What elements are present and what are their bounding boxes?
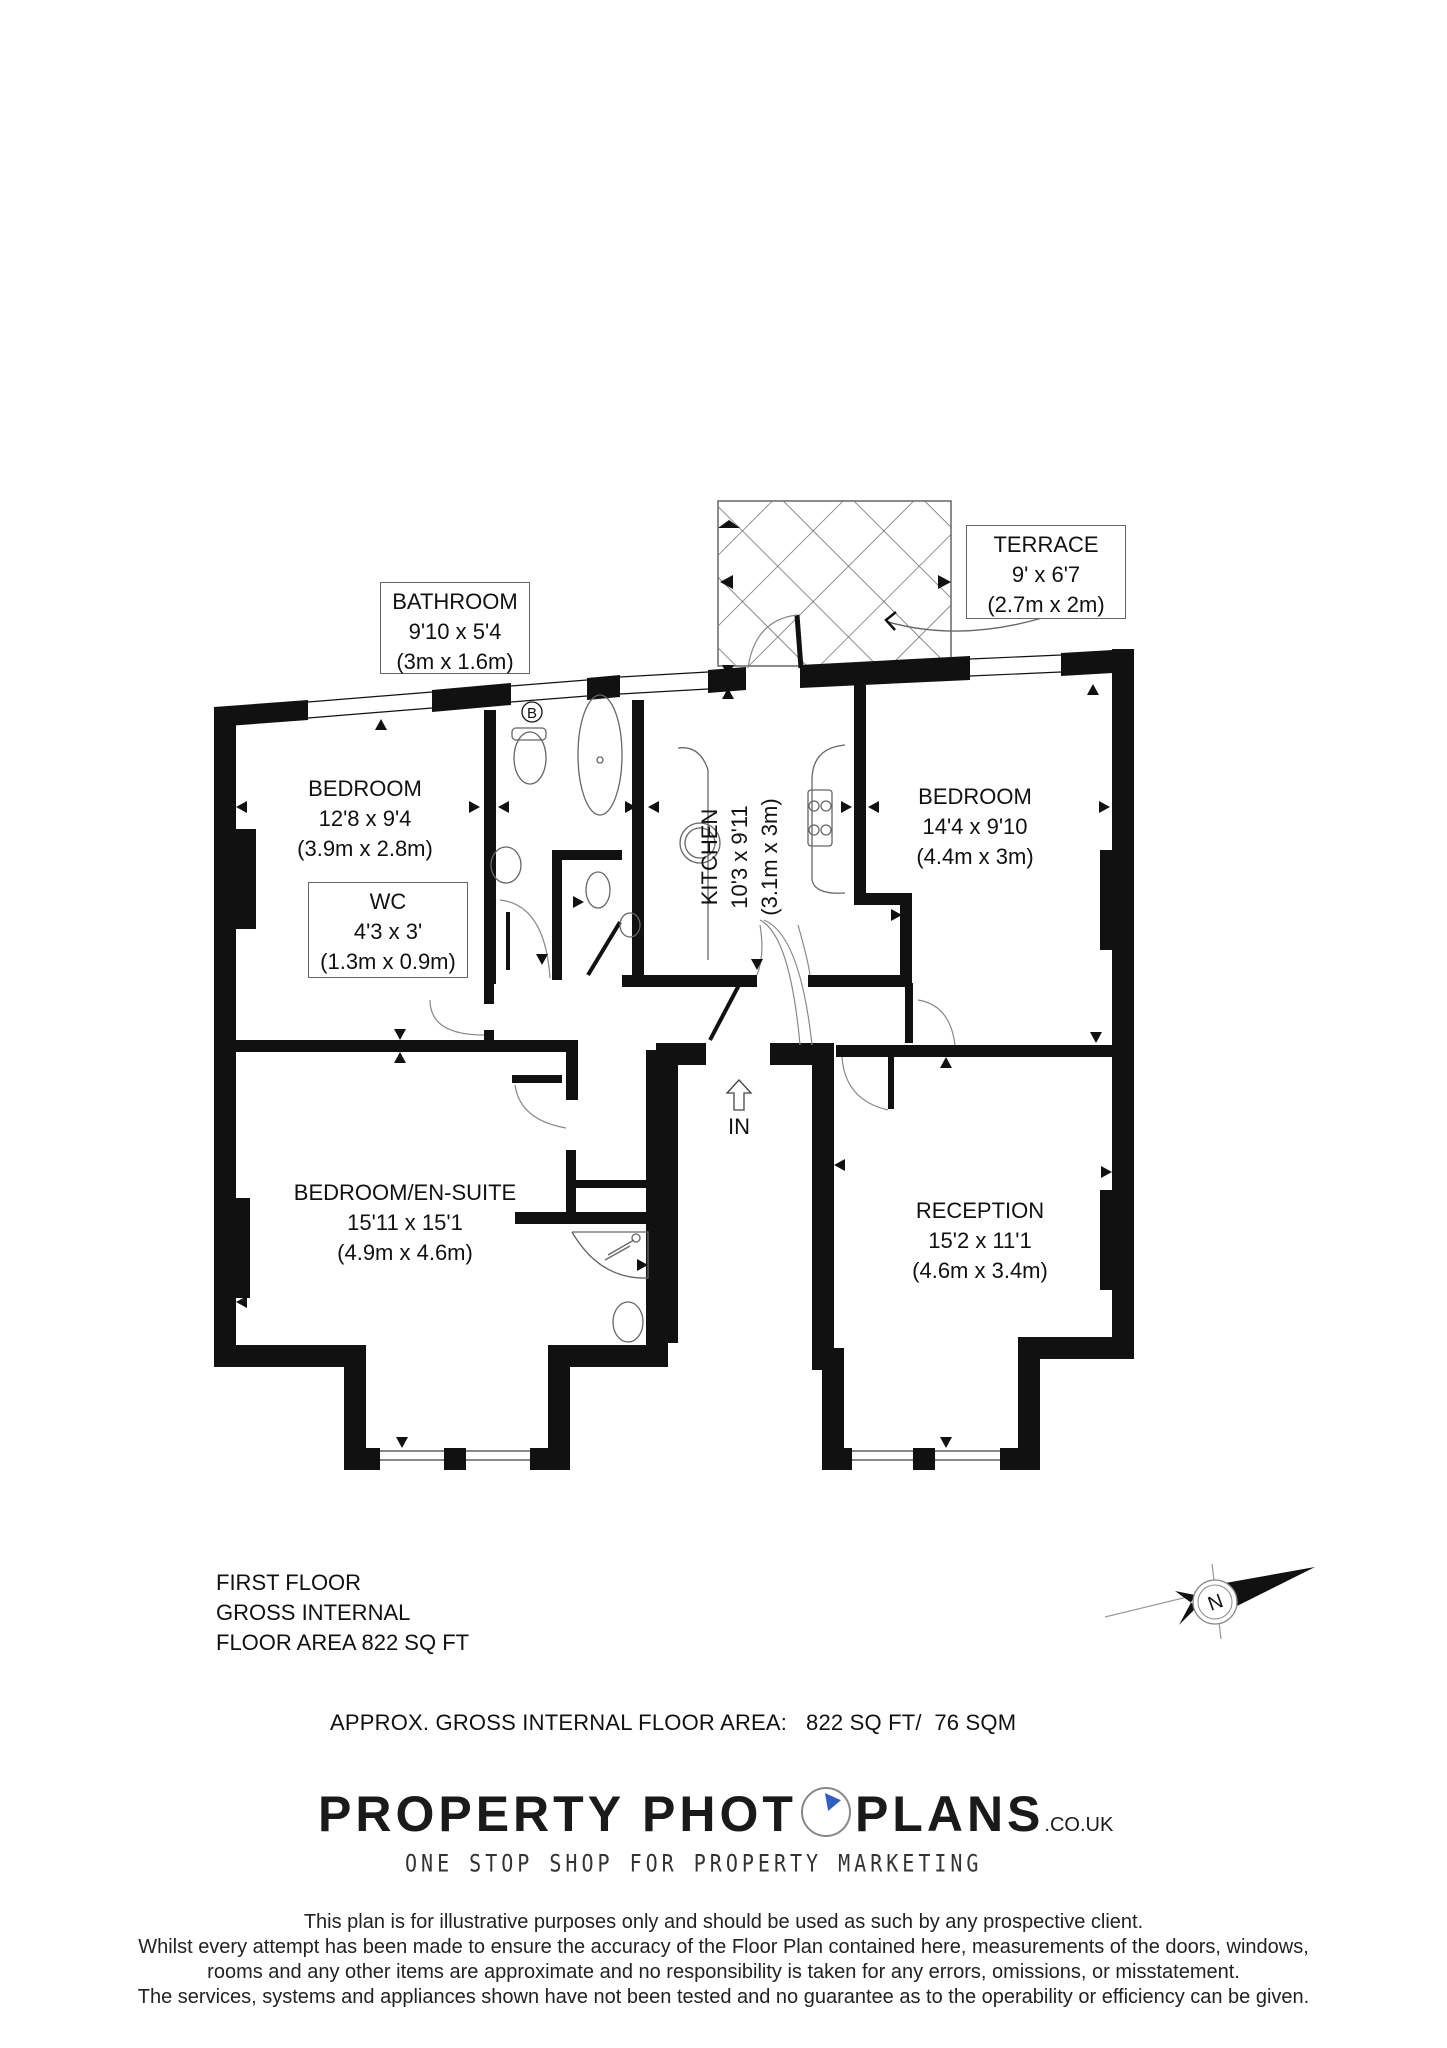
boiler-icon: B bbox=[521, 701, 543, 723]
room-label-bathroom: BATHROOM 9'10 x 5'4 (3m x 1.6m) bbox=[380, 582, 530, 674]
brand-suffix: .CO.UK bbox=[1044, 1814, 1114, 1836]
measurement-arrows bbox=[236, 665, 1112, 1448]
approx-area-sqm: 76 SQM bbox=[934, 1710, 1017, 1735]
room-size-imperial: 10'3 x 9'11 bbox=[727, 805, 752, 909]
room-label-kitchen: KITCHEN 10'3 x 9'11 (3.1m x 3m) bbox=[695, 777, 785, 937]
room-size-imperial: 9' x 6'7 bbox=[1011, 562, 1081, 587]
room-label-terrace: TERRACE 9' x 6'7 (2.7m x 2m) bbox=[966, 525, 1126, 619]
approx-area-label: APPROX. GROSS INTERNAL FLOOR AREA: bbox=[330, 1710, 788, 1735]
room-label-wc: WC 4'3 x 3' (1.3m x 0.9m) bbox=[308, 882, 468, 978]
disclaimer: This plan is for illustrative purposes o… bbox=[0, 1910, 1447, 2010]
room-name: WC bbox=[369, 889, 407, 914]
room-size-metric: (3.9m x 2.8m) bbox=[297, 836, 433, 861]
room-label-bedroom-ensuite: BEDROOM/EN-SUITE 15'11 x 15'1 (4.9m x 4.… bbox=[275, 1178, 535, 1268]
floor-area-value: FLOOR AREA 822 SQ FT bbox=[216, 1630, 470, 1655]
brand-logo: PROPERTY PHOT PLANS.CO.UK bbox=[318, 1785, 1113, 1843]
brand-text-2: PLANS bbox=[854, 1786, 1045, 1842]
room-size-metric: (1.3m x 0.9m) bbox=[320, 949, 456, 974]
room-name: RECEPTION bbox=[915, 1198, 1045, 1223]
room-size-imperial: 4'3 x 3' bbox=[353, 919, 423, 944]
floor-area-caption: GROSS INTERNAL bbox=[216, 1600, 411, 1625]
room-size-metric: (4.9m x 4.6m) bbox=[337, 1240, 473, 1265]
brand-tagline: ONE STOP SHOP FOR PROPERTY MARKETING bbox=[405, 1848, 983, 1878]
room-size-metric: (3m x 1.6m) bbox=[396, 649, 514, 674]
door-leaves bbox=[506, 912, 741, 1041]
approx-area: APPROX. GROSS INTERNAL FLOOR AREA: 822 S… bbox=[330, 1710, 1016, 1736]
room-name: BEDROOM bbox=[308, 776, 422, 801]
room-size-imperial: 15'2 x 11'1 bbox=[928, 1228, 1032, 1253]
room-size-metric: (4.4m x 3m) bbox=[916, 844, 1034, 869]
compass-icon: N bbox=[1104, 1563, 1315, 1640]
room-label-bedroom-1: BEDROOM 12'8 x 9'4 (3.9m x 2.8m) bbox=[290, 774, 440, 864]
floor-name: FIRST FLOOR bbox=[216, 1570, 362, 1595]
room-name: BATHROOM bbox=[392, 589, 518, 614]
room-size-imperial: 15'11 x 15'1 bbox=[347, 1210, 463, 1235]
room-size-imperial: 14'4 x 9'10 bbox=[922, 814, 1028, 839]
room-name: KITCHEN bbox=[697, 808, 722, 906]
svg-text:B: B bbox=[527, 705, 537, 722]
room-size-imperial: 9'10 x 5'4 bbox=[408, 619, 502, 644]
room-name: BEDROOM/EN-SUITE bbox=[293, 1180, 517, 1205]
room-size-metric: (3.1m x 3m) bbox=[757, 798, 782, 916]
fixtures bbox=[490, 694, 846, 1343]
svg-text:N: N bbox=[1205, 1590, 1226, 1616]
room-name: BEDROOM bbox=[918, 784, 1032, 809]
terrace-area bbox=[717, 500, 1043, 669]
room-size-imperial: 12'8 x 9'4 bbox=[318, 806, 412, 831]
disclaimer-line: The services, systems and appliances sho… bbox=[137, 1986, 1310, 2008]
disclaimer-line: Whilst every attempt has been made to en… bbox=[138, 1936, 1309, 1958]
camera-aperture-icon bbox=[800, 1787, 851, 1837]
entrance-arrow-icon bbox=[725, 1079, 753, 1111]
disclaimer-line: This plan is for illustrative purposes o… bbox=[303, 1911, 1144, 1933]
approx-area-sqft: 822 SQ FT/ bbox=[806, 1710, 922, 1735]
external-walls bbox=[214, 649, 1134, 1470]
door-swings bbox=[429, 899, 956, 1129]
entrance-label: IN bbox=[728, 1114, 750, 1139]
room-name: TERRACE bbox=[993, 532, 1099, 557]
floor-info: FIRST FLOOR GROSS INTERNAL FLOOR AREA 82… bbox=[216, 1568, 469, 1658]
room-label-bedroom-2: BEDROOM 14'4 x 9'10 (4.4m x 3m) bbox=[900, 782, 1050, 872]
internal-walls bbox=[236, 685, 1112, 1224]
room-label-reception: RECEPTION 15'2 x 11'1 (4.6m x 3.4m) bbox=[890, 1196, 1070, 1286]
room-size-metric: (2.7m x 2m) bbox=[987, 592, 1105, 617]
disclaimer-line: rooms and any other items are approximat… bbox=[207, 1961, 1240, 1983]
brand-text-1: PROPERTY PHOT bbox=[318, 1786, 797, 1842]
room-size-metric: (4.6m x 3.4m) bbox=[912, 1258, 1048, 1283]
